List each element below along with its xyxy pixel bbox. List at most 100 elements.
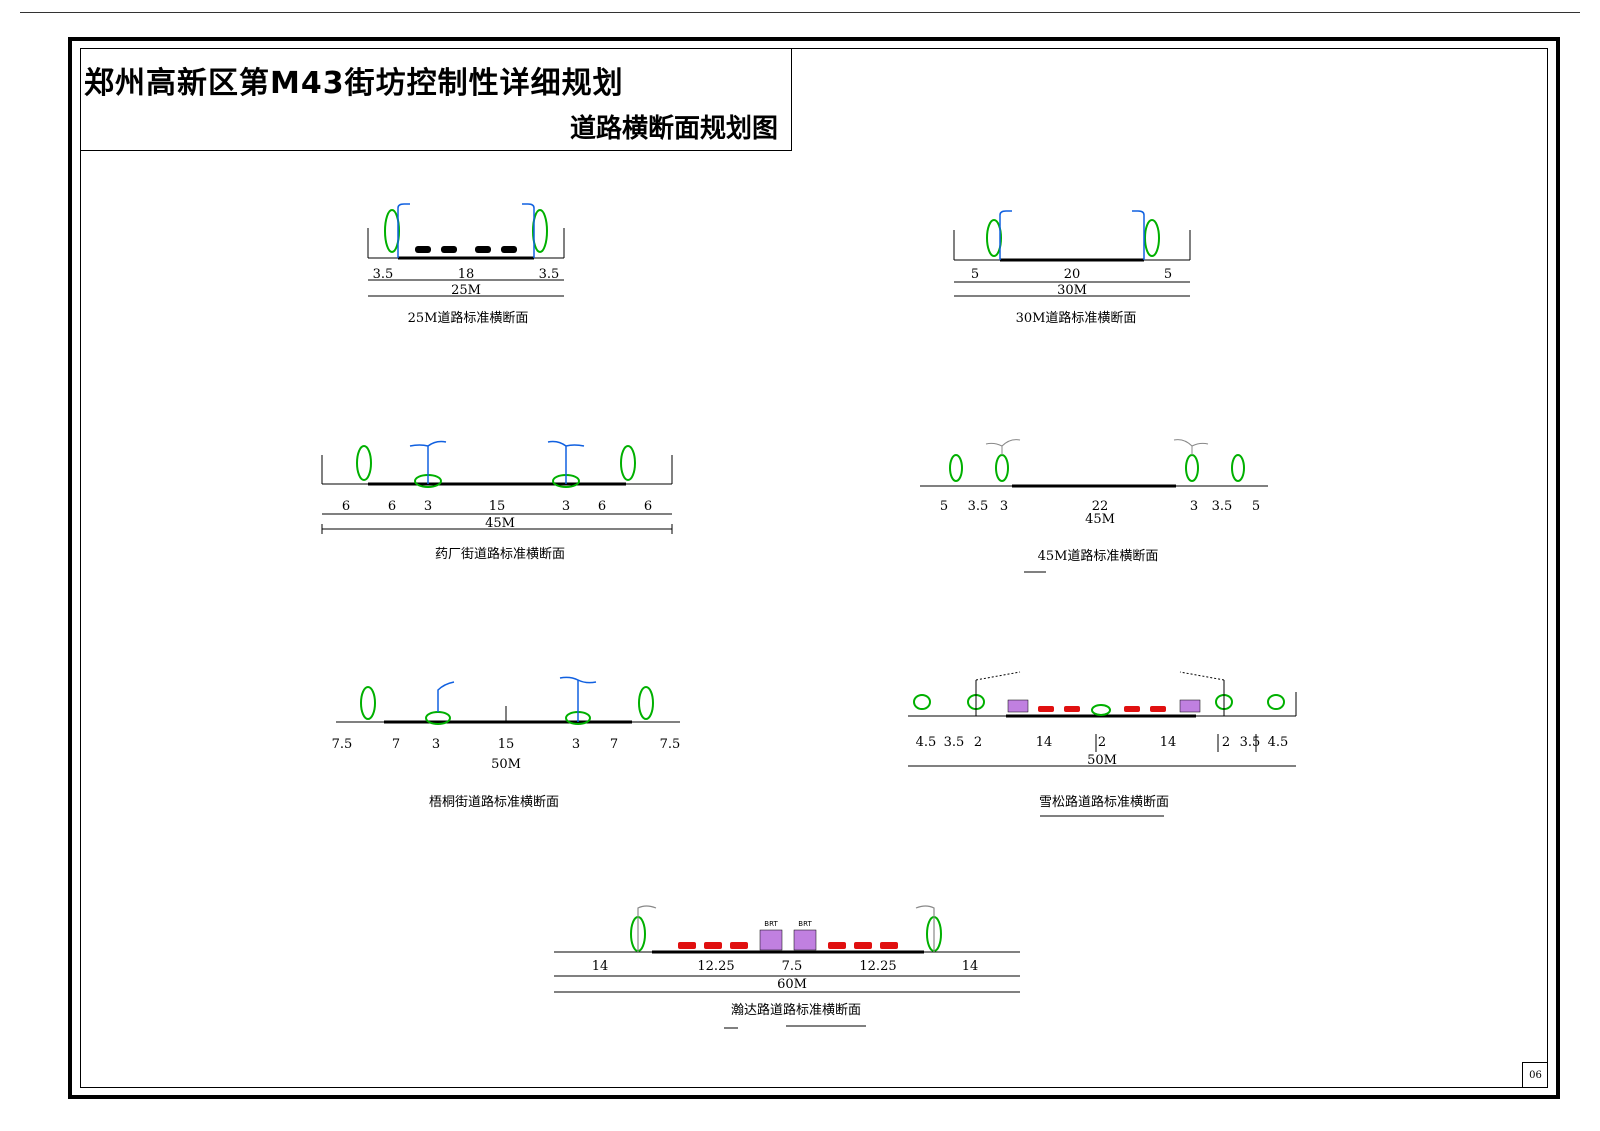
- bus-icon: [759, 929, 783, 951]
- section-wutong-street: 7.5 7 3 15 3 7 7.5 50M 梧桐街道路标准横断面: [332, 676, 681, 810]
- dim-label: 7.5: [332, 737, 353, 752]
- car-icon: [678, 942, 696, 949]
- dim-label: 12.25: [697, 959, 734, 974]
- section-xuesong-road: 4.5 3.5 2 14 2 14 2 3.5 4.5 50M 雪松路道路标准横…: [908, 671, 1297, 817]
- inner-frame: [80, 48, 1548, 1088]
- dim-label: 6: [598, 499, 606, 514]
- tree-icon: [384, 209, 400, 253]
- dim-label: 6: [644, 499, 652, 514]
- tree-icon: [995, 454, 1009, 482]
- dim-label: 3: [1000, 499, 1008, 514]
- dim-label: 3.5: [1240, 735, 1261, 750]
- sub-title: 道路横断面规划图: [569, 114, 778, 144]
- car-icon: [1150, 706, 1166, 712]
- dim-label: 5: [940, 499, 948, 514]
- street-lamp-icon: [915, 905, 935, 952]
- street-lamp-icon: [1173, 439, 1209, 455]
- tree-icon: [1185, 454, 1199, 482]
- section-45m: 5 3.5 3 22 3 3.5 5 45M 45M道路标准横断面: [920, 439, 1268, 573]
- car-icon: [1124, 706, 1140, 712]
- dim-label: 3: [1190, 499, 1198, 514]
- dim-label: 12.25: [859, 959, 896, 974]
- dim-label: 7: [392, 737, 400, 752]
- car-icon: [415, 246, 431, 253]
- dim-label: 5: [1252, 499, 1260, 514]
- dim-label: 14: [1036, 735, 1053, 750]
- total-width-label: 25M: [451, 283, 481, 298]
- bus-icon: [1179, 699, 1201, 713]
- tree-icon: [986, 219, 1002, 257]
- dim-label: 5: [971, 267, 979, 282]
- car-icon: [880, 942, 898, 949]
- street-lamp-icon: [999, 210, 1012, 260]
- street-lamp-icon: [1132, 210, 1145, 260]
- dim-label: 7: [610, 737, 618, 752]
- street-lamp-icon: [985, 439, 1021, 455]
- page-number: 06: [1522, 1062, 1548, 1088]
- dim-label: 6: [388, 499, 396, 514]
- tree-icon: [1144, 219, 1160, 257]
- dim-label: 2: [1222, 735, 1230, 750]
- section-caption: 药厂街道路标准横断面: [435, 546, 565, 562]
- car-icon: [1038, 706, 1054, 712]
- total-width-label: 30M: [1057, 283, 1087, 298]
- dim-label: 7.5: [660, 737, 681, 752]
- dim-label: 4.5: [916, 735, 937, 750]
- car-icon: [730, 942, 748, 949]
- section-caption: 25M道路标准横断面: [408, 310, 529, 326]
- dim-label: 14: [962, 959, 979, 974]
- street-lamp-icon: [437, 681, 455, 712]
- shrub-icon: [1091, 704, 1111, 716]
- dim-label: 3.5: [944, 735, 965, 750]
- total-width-label: 60M: [777, 977, 807, 992]
- bus-icon: [1007, 699, 1029, 713]
- section-25m: 3.5 18 3.5 25M 25M道路标准横断面: [367, 203, 565, 326]
- tree-icon: [620, 445, 636, 481]
- dim-label: 15: [498, 737, 515, 752]
- tree-icon: [638, 686, 654, 720]
- tree-icon: [1267, 694, 1285, 710]
- dim-label: 7.5: [782, 959, 803, 974]
- dim-label: 3.5: [968, 499, 989, 514]
- section-caption: 梧桐街道路标准横断面: [429, 794, 559, 810]
- dim-label: 3: [424, 499, 432, 514]
- dim-label: 3: [562, 499, 570, 514]
- bus-label: BRT: [798, 920, 812, 928]
- section-caption: 45M道路标准横断面: [1038, 548, 1159, 564]
- bus-icon: [793, 929, 817, 951]
- dim-label: 14: [1160, 735, 1177, 750]
- top-rule: [20, 12, 1580, 13]
- dim-label: 18: [458, 267, 475, 282]
- car-icon: [441, 246, 457, 253]
- dim-label: 3.5: [539, 267, 560, 282]
- section-caption: 雪松路道路标准横断面: [1039, 794, 1169, 810]
- dim-label: 14: [592, 959, 609, 974]
- main-title: 郑州高新区第M43街坊控制性详细规划: [84, 66, 624, 101]
- bus-label: BRT: [764, 920, 778, 928]
- title-block: [80, 48, 792, 151]
- section-caption: 瀚达路道路标准横断面: [731, 1002, 861, 1018]
- car-icon: [1064, 706, 1080, 712]
- total-width-label: 45M: [1085, 512, 1115, 527]
- street-lamp-icon: [547, 440, 585, 484]
- car-icon: [475, 246, 491, 253]
- tree-icon: [360, 686, 376, 720]
- section-handa-road: BRT BRT 14 12.25 7.5 12.25 14 60M 瀚达路道路标…: [554, 905, 1020, 1029]
- street-lamp-icon: [637, 905, 657, 952]
- total-width-label: 50M: [491, 757, 521, 772]
- car-icon: [854, 942, 872, 949]
- dim-label: 6: [342, 499, 350, 514]
- total-width-label: 50M: [1087, 753, 1117, 768]
- dim-label: 22: [1092, 499, 1109, 514]
- tree-icon: [1231, 454, 1245, 482]
- street-lamp-icon: [409, 440, 447, 484]
- section-30m: 5 20 5 30M 30M道路标准横断面: [953, 210, 1191, 326]
- section-caption: 30M道路标准横断面: [1016, 310, 1137, 326]
- tree-icon: [949, 454, 963, 482]
- dim-label: 2: [974, 735, 982, 750]
- dim-label: 15: [489, 499, 506, 514]
- outer-frame: [68, 37, 1560, 1099]
- dim-label: 5: [1164, 267, 1172, 282]
- total-width-label: 45M: [485, 516, 515, 531]
